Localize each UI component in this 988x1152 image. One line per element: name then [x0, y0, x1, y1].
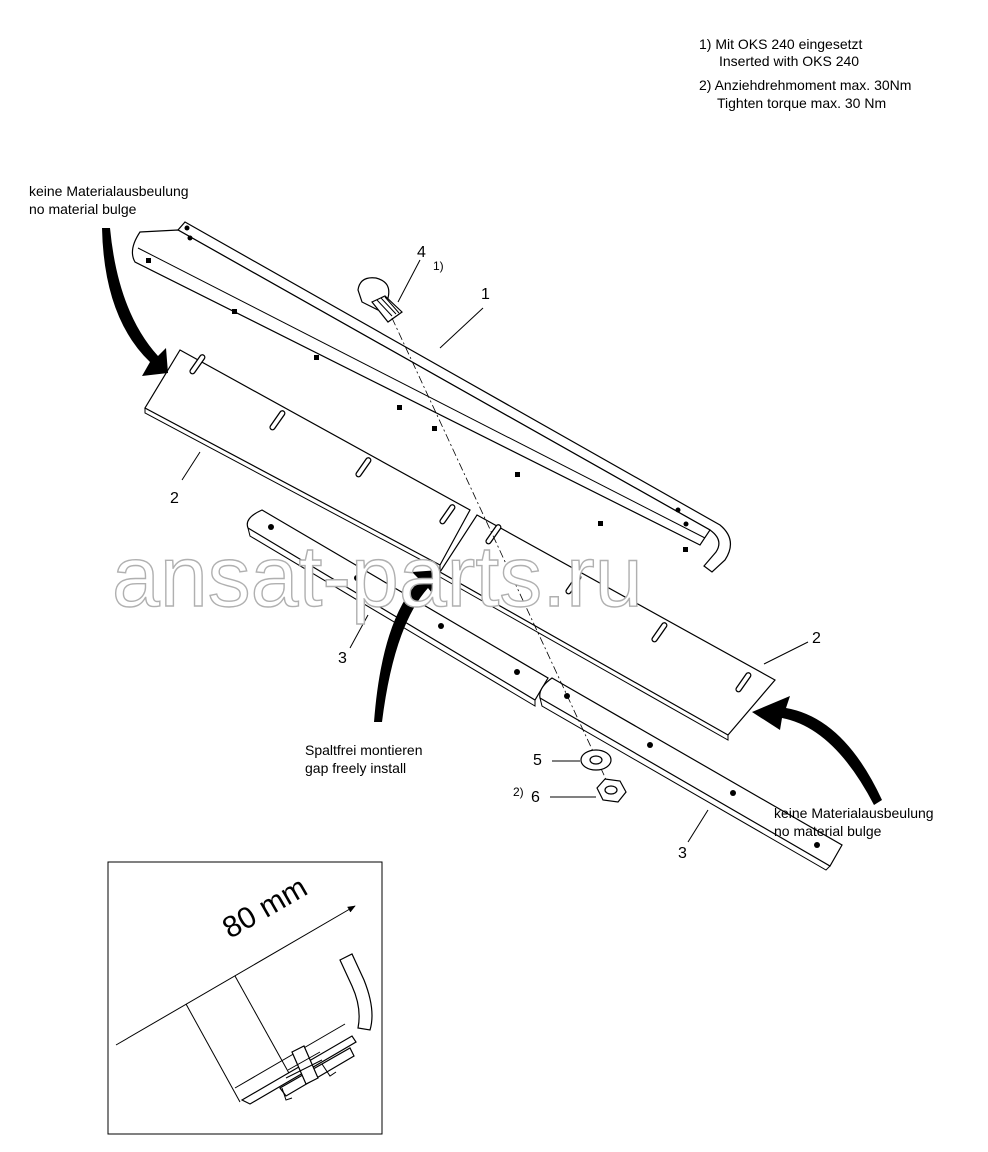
arrow-bulge-right: [752, 696, 882, 805]
ref-part-3-left: 3: [338, 650, 347, 667]
ref-part-2-left: 2: [170, 490, 179, 507]
ref-part-6-note: 2): [513, 785, 524, 799]
part-3-clamp-bar-left: [246, 509, 549, 707]
callout-gap-en: gap freely install: [305, 760, 407, 776]
callout-gap-de: Spaltfrei montieren: [305, 742, 423, 758]
callout-bulge-right-en: no material bulge: [774, 823, 882, 839]
part-2-wear-plate-left: [144, 349, 471, 571]
part-1-angle-rail: [131, 221, 731, 573]
note-1-en: Inserted with OKS 240: [719, 53, 860, 69]
leader-part-1: [439, 307, 484, 349]
ref-part-5: 5: [533, 752, 542, 769]
callout-bulge-right-de: keine Materialausbeulung: [774, 805, 934, 821]
note-2-de: 2) Anziehdrehmoment max. 30Nm: [699, 77, 912, 93]
part-4-carriage-bolt: [357, 277, 403, 323]
part-3-clamp-bar-right: [539, 677, 843, 871]
arrow-gap-install: [374, 570, 440, 722]
ref-part-4-note: 1): [433, 259, 444, 273]
part-6-nut: [596, 778, 627, 803]
watermark-text: ansat-parts.ru: [112, 529, 643, 625]
callout-bulge-left-en: no material bulge: [29, 201, 137, 217]
assembly-axis-line: [391, 317, 611, 789]
leader-part-3-left: [349, 614, 369, 649]
ref-part-1: 1: [481, 286, 490, 303]
ref-part-6: 6: [531, 789, 540, 806]
part-5-washer: [580, 749, 612, 771]
note-1-de: 1) Mit OKS 240 eingesetzt: [699, 36, 863, 52]
callout-bulge-left-de: keine Materialausbeulung: [29, 183, 189, 199]
arrow-bulge-left: [102, 228, 168, 376]
part-2-wear-plate-right: [439, 514, 776, 741]
leader-part-3-right: [687, 809, 709, 843]
ref-part-4: 4: [417, 244, 426, 261]
leader-part-2-right: [763, 641, 809, 665]
note-2-en: Tighten torque max. 30 Nm: [717, 95, 887, 111]
leader-part-4: [397, 259, 421, 303]
dimension-line: [115, 905, 356, 1046]
leader-part-2-left: [181, 451, 201, 481]
ref-part-2-right: 2: [812, 630, 821, 647]
ref-part-3-right: 3: [678, 845, 687, 862]
inset-detail: [107, 861, 383, 1135]
